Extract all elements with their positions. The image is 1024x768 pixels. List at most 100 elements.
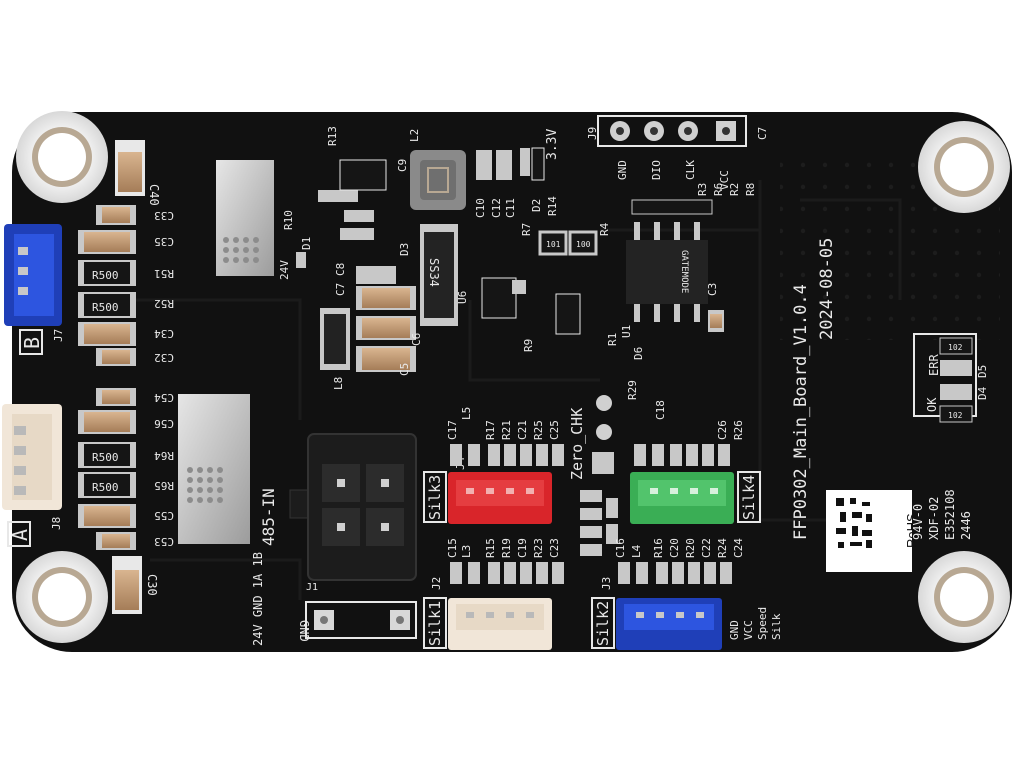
- refdes-c33: C33: [154, 209, 174, 222]
- refdes-c12: C12: [490, 198, 503, 218]
- refdes-l2: L2: [408, 129, 421, 142]
- refdes-d3: D3: [398, 243, 411, 256]
- mount-hole-bottom-right: [918, 551, 1010, 643]
- connector-j8-ref: J8: [50, 517, 63, 530]
- refdes-r7: R7: [520, 223, 533, 236]
- j9-pin-gnd: GND: [616, 160, 629, 180]
- refdes-c11: C11: [504, 198, 517, 218]
- status-led-block: [913, 333, 977, 423]
- mount-hole-top-left: [16, 111, 108, 203]
- chip-r500-b: R500: [92, 301, 119, 314]
- refdes-c16: C16: [614, 538, 627, 558]
- chip-101: 101: [546, 240, 561, 249]
- ul-mark-2: E352108: [943, 489, 957, 540]
- connector-silk2-blue: [616, 598, 722, 650]
- refdes-c25: C25: [548, 420, 561, 440]
- rohs-mark: RoHS: [904, 513, 919, 548]
- capacitor-c40: [115, 140, 145, 196]
- refdes-c54: C54: [154, 391, 174, 404]
- ul-mark-3: 2446: [959, 511, 973, 540]
- chip-r500-d: R500: [92, 481, 119, 494]
- refdes-r16: R16: [652, 538, 665, 558]
- connector-j7-letter: B: [20, 337, 44, 349]
- connector-silk3-red: [448, 472, 552, 524]
- j3-pin-speed: Speed: [756, 607, 769, 640]
- passives-silk2: [618, 562, 732, 584]
- chip-ss34: SS34: [427, 258, 441, 287]
- refdes-r21: R21: [500, 420, 513, 440]
- refdes-r4: R4: [598, 222, 611, 236]
- refdes-r14: R14: [546, 196, 559, 216]
- chip-r500-a: R500: [92, 269, 119, 282]
- refdes-c34: C34: [154, 327, 174, 340]
- label-gnd: GND: [297, 620, 311, 642]
- refdes-r23: R23: [532, 538, 545, 558]
- refdes-r65: R65: [154, 479, 174, 492]
- label-24v: 24V: [278, 260, 291, 280]
- refdes-r15: R15: [484, 538, 497, 558]
- refdes-c7: C7: [334, 283, 347, 296]
- j1-pin-labels: 24V GND 1A 1B: [251, 552, 265, 646]
- resistor-row-upper-left: [78, 205, 136, 366]
- refdes-c9: C9: [396, 159, 409, 172]
- refdes-c35: C35: [154, 235, 174, 248]
- refdes-c56: C56: [154, 417, 174, 430]
- refdes-d1: D1: [300, 237, 313, 250]
- passives-silk1: [450, 562, 564, 584]
- passives-silk4: [634, 444, 730, 466]
- refdes-r20: R20: [684, 538, 697, 558]
- qr-code-label: [826, 490, 912, 572]
- connector-j9-header: [597, 115, 747, 147]
- connector-j1-ref: J1: [306, 582, 318, 593]
- refdes-l5: L5: [460, 407, 473, 420]
- refdes-r8: R8: [744, 183, 757, 196]
- connector-j3-ref: J3: [600, 577, 613, 590]
- chip-gatemode: GATEMODE: [679, 250, 689, 293]
- refdes-r51: R51: [154, 267, 174, 280]
- refdes-c3: C3: [706, 283, 719, 296]
- refdes-r13: R13: [326, 126, 339, 146]
- connector-silk1-label: Silk1: [426, 601, 444, 646]
- refdes-r64: R64: [154, 449, 174, 462]
- j3-pin-gnd: GND: [728, 620, 741, 640]
- refdes-c5: C5: [398, 363, 411, 376]
- refdes-r19: R19: [500, 538, 513, 558]
- refdes-c20: C20: [668, 538, 681, 558]
- chip-r500-c: R500: [92, 451, 119, 464]
- connector-j8-white: [2, 404, 62, 510]
- refdes-d2: D2: [530, 199, 543, 212]
- test-pad-pair: [305, 601, 417, 639]
- refdes-c32: C32: [154, 351, 174, 364]
- passives-center: [580, 490, 618, 556]
- label-zero-chk: Zero_CHK: [568, 408, 586, 480]
- refdes-c18: C18: [654, 400, 667, 420]
- connector-j8-letter: A: [8, 529, 32, 541]
- j3-pin-silk: Silk: [770, 613, 783, 640]
- refdes-c6: C6: [410, 333, 423, 346]
- j9-pin-vcc: VCC: [718, 170, 731, 190]
- label-3v3: 3.3V: [545, 129, 560, 160]
- refdes-c24: C24: [732, 538, 745, 558]
- refdes-r29: R29: [626, 380, 639, 400]
- capacitor-bank-c5-c8: [320, 286, 416, 372]
- zero-chk-pads: [592, 395, 614, 474]
- refdes-l4: L4: [630, 544, 643, 558]
- bga-pad-lower: [178, 394, 250, 544]
- refdes-c55: C55: [154, 509, 174, 522]
- ul-mark-1: XDF-02: [927, 497, 941, 540]
- refdes-c10: C10: [474, 198, 487, 218]
- connector-j7-ref: J7: [52, 329, 65, 342]
- connector-j2-ref: J2: [430, 577, 443, 590]
- refdes-l8: L8: [332, 377, 345, 390]
- refdes-d6: D6: [632, 347, 645, 360]
- j9-pin-dio: DIO: [650, 160, 663, 180]
- refdes-r1: R1: [606, 333, 619, 346]
- connector-silk1-white: [448, 598, 552, 650]
- refdes-r17: R17: [484, 420, 497, 440]
- connector-j9-ref: J9: [586, 127, 599, 140]
- refdes-r52: R52: [154, 297, 174, 310]
- refdes-r3: R3: [696, 183, 709, 196]
- ic-sot-cluster: [481, 277, 581, 335]
- refdes-c19: C19: [516, 538, 529, 558]
